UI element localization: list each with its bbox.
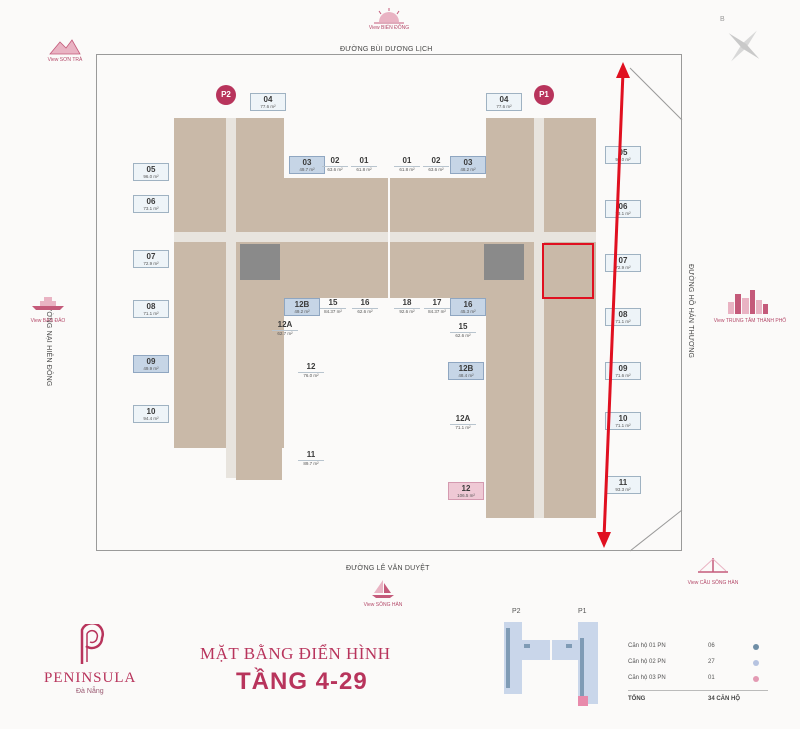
red-arrow bbox=[597, 62, 630, 548]
highlight-box bbox=[542, 243, 594, 299]
p1-corridor-vertical bbox=[534, 118, 544, 518]
city-skyline-icon bbox=[728, 290, 768, 314]
view-west-label: View BÁN ĐẢO bbox=[30, 318, 66, 324]
legend-dot-2br bbox=[753, 660, 759, 666]
legend-divider bbox=[628, 690, 768, 691]
tower-p2-south-block bbox=[236, 380, 282, 480]
road-north-label: ĐƯỜNG BÙI DƯƠNG LỊCH bbox=[340, 46, 433, 53]
legend-dot-1br bbox=[753, 644, 759, 650]
p2-corridor-vertical bbox=[226, 118, 236, 478]
road-south-label: ĐƯỜNG LÊ VĂN DUYỆT bbox=[346, 565, 430, 572]
title-line2: TẦNG 4-29 bbox=[236, 668, 368, 695]
tower-p1-badge: P1 bbox=[534, 85, 554, 105]
tower-p2-badge: P2 bbox=[216, 85, 236, 105]
keyplan-diagram bbox=[504, 622, 598, 706]
road-east-label: ĐƯỜNG HỒ HÁN THƯƠNG bbox=[687, 264, 694, 359]
legend-total-label: TỔNG bbox=[628, 696, 646, 702]
legend-total-value: 34 CĂN HỘ bbox=[708, 696, 741, 702]
view-south-label: View SÔNG HÀN bbox=[363, 602, 403, 608]
view-north-label: View BIỂN ĐÔNG bbox=[368, 25, 410, 31]
brand-name: PENINSULA bbox=[44, 670, 137, 686]
sailboat-icon bbox=[372, 580, 394, 598]
legend-dot-3br bbox=[753, 676, 759, 682]
ship-icon bbox=[32, 297, 64, 310]
compass-north-label: B bbox=[720, 16, 725, 23]
p2-core bbox=[240, 244, 280, 280]
title-line1: MẶT BẰNG ĐIỂN HÌNH bbox=[200, 644, 391, 663]
view-east-label: View TRUNG TÂM THÀNH PHỐ bbox=[713, 318, 787, 324]
bridge-icon bbox=[698, 558, 728, 573]
peninsula-logo-icon bbox=[80, 624, 104, 664]
sun-icon bbox=[374, 8, 404, 24]
view-southeast-label: View CẦU SÔNG HÀN bbox=[687, 580, 739, 586]
keyplan-p1-label: P1 bbox=[578, 608, 587, 615]
site-boundary bbox=[96, 54, 682, 551]
view-northwest-label: View SƠN TRÀ bbox=[47, 57, 83, 63]
mountain-icon bbox=[49, 39, 81, 55]
p2-corridor-horizontal bbox=[174, 232, 388, 242]
compass-icon bbox=[728, 30, 760, 62]
p1-core bbox=[484, 244, 524, 280]
p1-corridor-horizontal bbox=[390, 232, 596, 242]
keyplan-p2-label: P2 bbox=[512, 608, 521, 615]
brand-city: Đà Nẵng bbox=[76, 688, 104, 695]
road-west-label: ĐƯỜNG NẠI HIÊN ĐÔNG bbox=[45, 300, 52, 387]
